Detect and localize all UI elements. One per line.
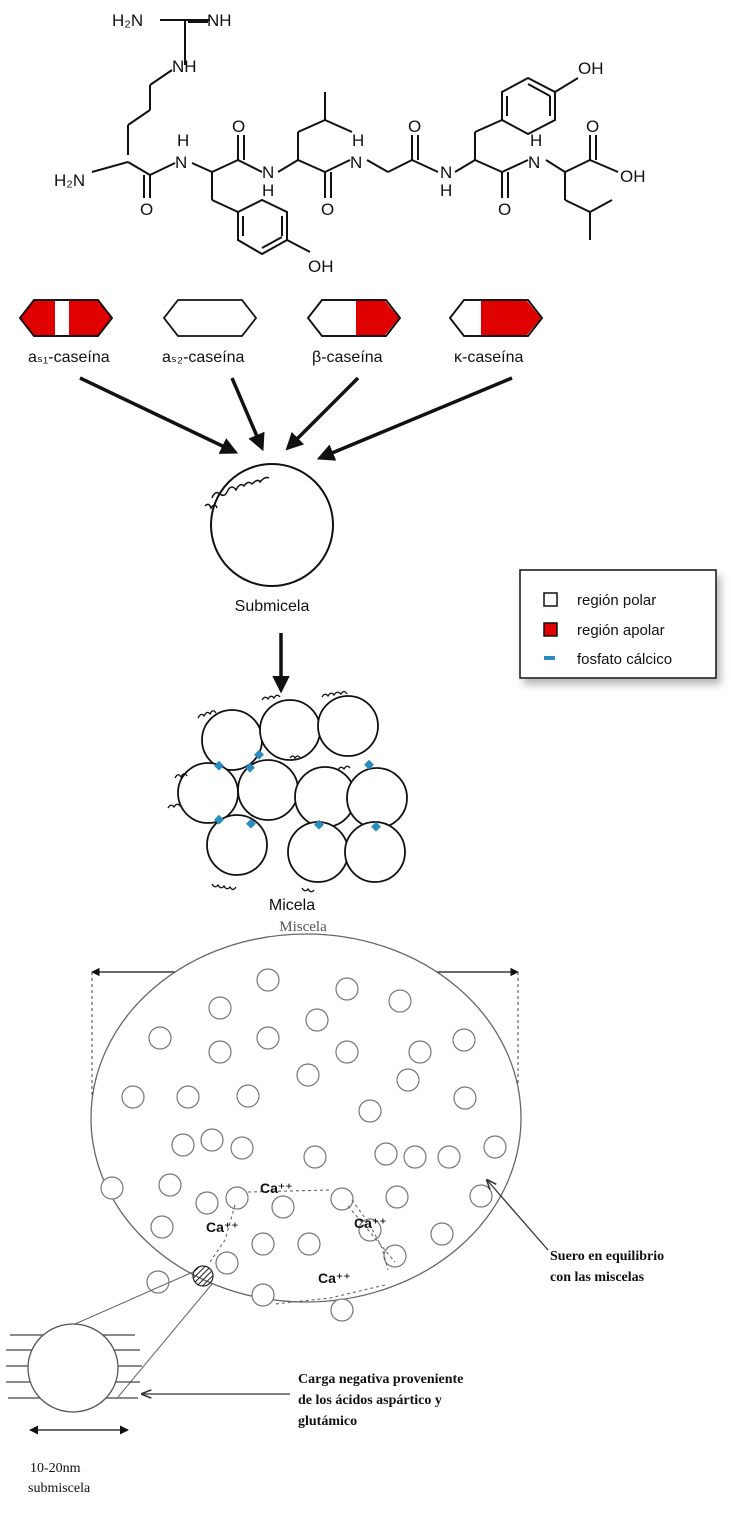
label-kappa-casein: κ-caseína	[454, 349, 523, 366]
atom-o-5: O	[498, 200, 511, 219]
submiscela-circle	[27, 1323, 119, 1413]
atom-h-3: H	[352, 131, 364, 150]
ca-label-1: Ca⁺⁺	[260, 1180, 293, 1196]
zoom-lines	[74, 1271, 213, 1398]
carga-label-line2: de los ácidos aspártico y	[298, 1393, 442, 1408]
atom-oh-tyr-upper: OH	[578, 59, 604, 78]
atom-nh-guanidino: NH	[172, 57, 197, 76]
submicelle-9	[287, 821, 349, 883]
ca-label-4: Ca⁺⁺	[318, 1270, 351, 1286]
submicelle-10	[344, 821, 406, 883]
miscela-submicelles	[100, 968, 507, 1322]
legend-label-apolar: región apolar	[577, 622, 665, 639]
submicelle-1	[201, 709, 263, 771]
assembly-arrows	[79, 376, 513, 461]
submicelle-2	[259, 699, 321, 761]
micela-label: Micela	[269, 897, 315, 914]
legend-label-polar: región polar	[577, 592, 656, 609]
suero-arrow	[487, 1180, 549, 1251]
hatched-submicelle	[192, 1265, 214, 1287]
peptide-structure	[91, 19, 619, 256]
atom-n-2: N	[262, 163, 274, 182]
micela-chains	[167, 690, 351, 893]
label-as1-casein: aₛ₁-caseína	[28, 349, 110, 366]
submicelle-8	[206, 814, 268, 876]
capsule-kappa-casein	[448, 299, 544, 337]
capsule-as2-casein	[162, 299, 258, 337]
negative-charge-lines	[6, 1334, 142, 1399]
atom-o-2: O	[232, 117, 245, 136]
atom-o-6: O	[586, 117, 599, 136]
arrow-kappa	[316, 376, 513, 461]
submiscela-zoom	[6, 1323, 142, 1413]
submicelle-3	[317, 695, 379, 757]
atom-h-1: H	[177, 131, 189, 150]
suero-label-line2: con las miscelas	[550, 1270, 645, 1285]
capsule-beta-casein	[306, 299, 402, 337]
ca-label-3: Ca⁺⁺	[354, 1215, 387, 1231]
atom-n-4: N	[440, 163, 452, 182]
ca-label-2: Ca⁺⁺	[206, 1219, 239, 1235]
submicelle-4	[177, 762, 239, 824]
carga-label-line1: Carga negativa proveniente	[298, 1372, 463, 1387]
calcium-bridges	[209, 1189, 396, 1305]
legend-swatch-polar	[543, 592, 558, 607]
submicelle-7	[346, 767, 408, 829]
legend-swatch-phosphate	[544, 656, 555, 660]
casein-capsules	[18, 299, 544, 337]
atom-h2n-guanidino: H₂N	[112, 11, 143, 30]
atom-h-2: H	[262, 181, 274, 200]
atom-o-3: O	[321, 200, 334, 219]
atom-oh-tyr-lower: OH	[308, 257, 334, 276]
submicela	[204, 463, 334, 587]
legend-swatch-apolar	[543, 622, 558, 637]
sub-size-label: 10-20nm	[30, 1461, 81, 1476]
legend-label-phosphate: fosfato cálcico	[577, 651, 672, 668]
atom-h2n-terminal: H₂N	[54, 171, 85, 190]
atom-o-1: O	[140, 200, 153, 219]
arrow-as2	[230, 377, 265, 452]
label-as2-casein: aₛ₂-caseína	[162, 349, 245, 366]
atom-h-5: H	[530, 131, 542, 150]
atom-n-5: N	[528, 153, 540, 172]
suero-label-line1: Suero en equilibrio	[550, 1249, 664, 1264]
atom-oh-carboxyl: OH	[620, 167, 646, 186]
atom-n-3: N	[350, 153, 362, 172]
casein-labels: aₛ₁-caseína aₛ₂-caseína β-caseína κ-case…	[28, 349, 523, 366]
carga-label-line3: glutámico	[298, 1414, 357, 1429]
atom-h-4: H	[440, 181, 452, 200]
peptide-atom-labels: H₂N NH NH H₂N OH OH OH O O O O O O H N N…	[54, 11, 646, 276]
capsule-as1-casein	[18, 299, 114, 337]
arrow-beta	[285, 376, 360, 451]
atom-nh-imine: NH	[207, 11, 232, 30]
micela-cluster	[177, 695, 408, 883]
calcium-labels: Ca⁺⁺ Ca⁺⁺ Ca⁺⁺ Ca⁺⁺	[206, 1180, 387, 1286]
label-beta-casein: β-caseína	[312, 349, 383, 366]
atom-o-4: O	[408, 117, 421, 136]
submicelle-6	[294, 766, 356, 828]
submicela-chains	[211, 476, 270, 499]
legend: región polar región apolar fosfato cálci…	[519, 569, 717, 679]
miscela-title: Miscela	[279, 919, 327, 935]
atom-n-1: N	[175, 153, 187, 172]
submiscela-label: submiscela	[28, 1481, 91, 1496]
submicela-label: Submicela	[235, 598, 310, 615]
arrow-as1	[79, 376, 239, 454]
